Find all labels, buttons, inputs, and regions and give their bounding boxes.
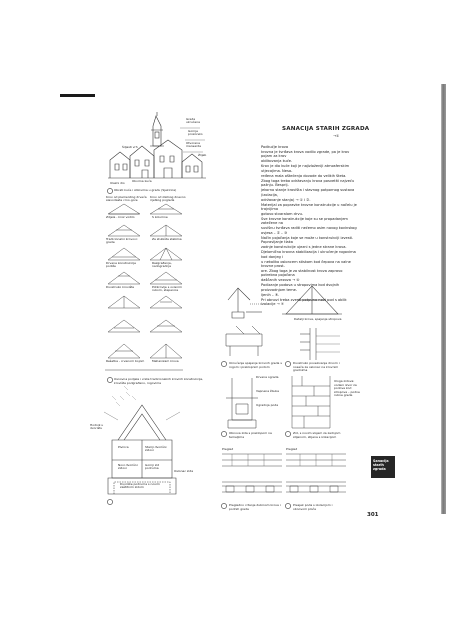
fig2-label: Rešetka - crvenom bojom [106, 359, 145, 363]
fig5-beam-detail-left [225, 325, 263, 356]
fig11-caption: Pregledno crtanje dubinom krova i podnih… [229, 503, 281, 511]
fig2-label: Potkrovlje s ovisnim rubom, stepenice [152, 285, 182, 293]
fig7-caption: Uloga zidova: vodeni izvor za podove kod… [334, 379, 360, 397]
body-line: jekorno stanje krovišta i stavnog potpor… [261, 188, 355, 197]
page-title: SANACIJA STARIH ZGRADA [282, 126, 370, 132]
body-line: ređena mala oštećenja dovode do velikih … [261, 173, 347, 178]
rotated-label: Pregled [286, 447, 298, 451]
fig6-caption: Dvostruko povezivanje drvom i nosača za … [293, 361, 340, 372]
fig2-label: Tradicionalni krovovi: grede [106, 237, 138, 245]
fig1-callout: Gornje prozorsko [188, 129, 203, 137]
fig6-label: Drvena ograda [256, 375, 279, 379]
fig3-label: Hodnik u dvorištu [90, 423, 104, 431]
fig7-floor-section-left [222, 453, 282, 467]
fig2-label: Razgrađenja, nadogradnja [152, 261, 172, 269]
fig6-foundation-left [226, 378, 258, 429]
fig1-town-drawing [108, 112, 206, 179]
fig1-callout: Otvorena mansarda [186, 141, 201, 149]
body-line: gotovo stvaralom drvu. [261, 212, 303, 217]
body-line: krovna je tvrđava krova vodilo zgrade, p… [261, 150, 350, 159]
fig1-callout: Žlijeb [198, 153, 207, 157]
fig1-callout: Greda ukrućena [186, 117, 201, 125]
body-line: Sve krovne konstrukcije koje su se propa… [261, 217, 348, 226]
page-title-reference: →① [333, 134, 340, 138]
fig4-truss-detail [282, 285, 342, 315]
fig2-label: S kolumne [152, 215, 168, 219]
body-line: Podkućje krova [261, 145, 289, 149]
fig4-ridge-detail [227, 287, 262, 319]
fig7-floor-section-right [286, 453, 346, 467]
fig9-caption: Zid, s novim slojem za zadnjom stijenom,… [293, 431, 341, 439]
side-tab-line: starih zgrada [373, 463, 386, 471]
fig2-label: Dvostruko krovište [106, 285, 135, 289]
body-line: suvišnu tvrđava raditi nećemo osim novog… [261, 226, 357, 235]
fig2-label: Zdjela - kroz vodilo [106, 215, 135, 219]
fig2-label: Drvene konstrukcije podiže [106, 261, 137, 269]
fig6-label: Ugradnja poda [256, 403, 279, 407]
fig5-wall-detail-right [300, 328, 340, 360]
fig3-label: Novi dvorišni zidovi [118, 463, 138, 471]
book-spine-edge [441, 84, 446, 514]
body-line: zadnje konstrukcije ujezni s jedne stran… [261, 245, 347, 250]
fig2-header: Krov od plemenitog drveća slavodaste crn… [106, 195, 147, 203]
body-line: održavanje stanja) → ① i ②. [261, 197, 311, 202]
fig2-label: Mehanizam krova [152, 359, 179, 363]
fig4-caption: Detalji krova, spajanje stropova [294, 317, 342, 321]
body-line: oblikovanja kuće. [261, 159, 293, 164]
body-line: ore. Zbog toga je za stabilnost krova za… [261, 269, 343, 278]
side-tab-line: Sanacija [373, 459, 389, 463]
fig2-header: Krov od zlatnog dnevno rijetkog pogleda [150, 195, 186, 203]
body-line: Djelomično krovna stabilizacija i ukruće… [261, 250, 356, 259]
fig2-label: Za stubišta stabilna [152, 237, 182, 241]
body-line: Način pojačanja koje se može u konstrukc… [261, 235, 354, 245]
page-number: 301 [367, 512, 379, 518]
fig3-label: Stariji dvorišni zidovi [145, 445, 167, 453]
fig6-label: Vapnena žbuka [256, 389, 279, 393]
fig3-label: Dvorište podruma s novim zaštitnim zidom [120, 482, 160, 490]
body-line: u nekoliko osloncem stiskom kod čepova n… [261, 259, 351, 269]
fig3-house-section [103, 385, 181, 495]
body-line: Zbog toga treba održavanju krova posveti… [261, 178, 355, 188]
fig1-caption: Obrati kuće i stilovima u gradu (Sjekiri… [114, 188, 177, 192]
fig8-wall-section-left [222, 481, 282, 493]
body-line: Podizanje podova u stropovima kod dvojni… [261, 283, 340, 292]
body-text-column: Podkućje krova krovna je tvrđava krova v… [261, 145, 359, 307]
fig6-masonry-right [291, 376, 331, 429]
fig12-caption: Presjek poda s izolacijom i obnovom ploč… [293, 503, 333, 511]
body-line: ljenih – ⑤. [261, 292, 280, 297]
fig1-callout: Ulazni dio [110, 181, 125, 185]
body-line: Materijal za popravke krovne konstrukcij… [261, 202, 357, 212]
fig3-label: Pivnica [118, 445, 129, 449]
fig8-wall-section-right [286, 481, 346, 493]
body-line: Krov je dio kuće koji je najizloženiji a… [261, 164, 350, 173]
fig2-caption: Osnovna podjela i vrste tradicionalnih k… [114, 377, 204, 385]
fig3-label: Oslonac zida [174, 469, 194, 473]
fig2-roof-grid [105, 203, 183, 371]
top-rule-bar [60, 94, 95, 97]
body-line: daščanih vezova → ④ [261, 278, 300, 283]
fig1-callout: Okvirna kuća [132, 179, 152, 183]
fig1-callout: Šiljasti vrh [122, 145, 138, 149]
rotated-label: Pregled [222, 447, 234, 451]
fig8-caption: Obnova zida s preklopom na temeljima [229, 431, 272, 439]
section-side-tab: Sanacija starih zgrada [371, 456, 395, 478]
fig3-label: Gornji zid podruma [145, 463, 160, 471]
fig5-caption: Ukrućenje spajanje krovnih greda s rogom… [229, 361, 282, 369]
